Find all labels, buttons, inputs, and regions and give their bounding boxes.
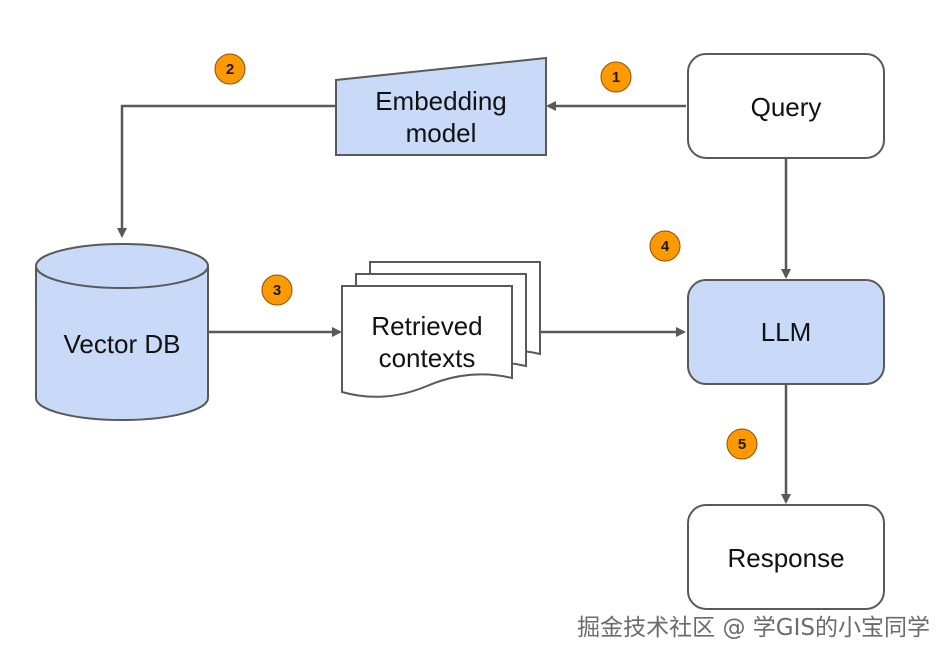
step-badge-4-label: 4 [661,238,670,255]
embedding-model-label-line2: model [406,118,477,148]
response-label: Response [727,543,844,573]
step-badge-4: 4 [649,230,681,262]
embedding-model-node: Embedding model [335,56,547,156]
query-label: Query [751,92,822,122]
step-badge-3-label: 3 [273,282,281,299]
document-front [341,285,513,398]
llm-node: LLM [687,279,885,385]
llm-label: LLM [761,317,812,347]
watermark-text: 掘金技术社区 @ 学GIS的小宝同学 [577,615,930,641]
step-badge-2: 2 [214,53,246,85]
query-node: Query [687,53,885,159]
step-badge-5-label: 5 [738,436,746,453]
response-node: Response [687,504,885,610]
retrieved-contexts-node: Retrieved contexts [341,261,541,398]
step-badge-5: 5 [726,428,758,460]
step-badge-3: 3 [261,274,293,306]
arrow-embedding-to-vectordb [117,104,336,238]
vector-db-label: Vector DB [63,329,180,359]
retrieved-contexts-label-line1: Retrieved [371,311,482,341]
vector-db-node: Vector DB [35,243,209,421]
connectors [117,101,791,504]
step-badge-2-label: 2 [226,61,234,78]
retrieved-contexts-label-line2: contexts [379,343,476,373]
embedding-model-label-line1: Embedding [375,86,507,116]
step-badge-1-label: 1 [612,69,620,86]
step-badge-1: 1 [600,61,632,93]
